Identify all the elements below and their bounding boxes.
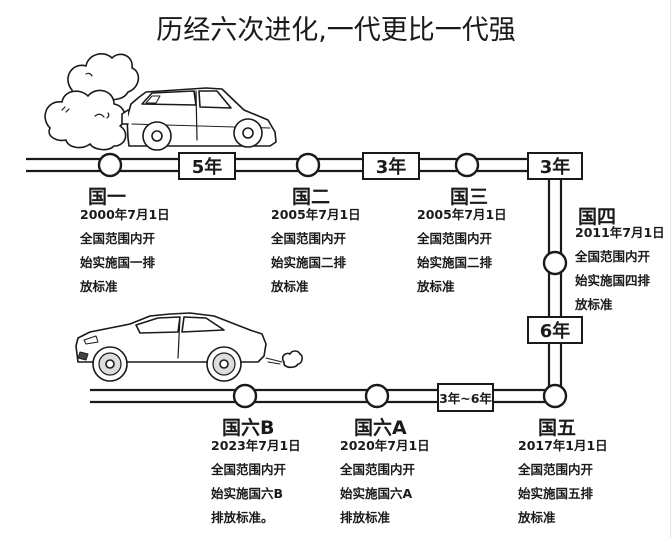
stage-description-guo6b: 2023年7月1日 全国范围内开 始实施国六B 排放标准。: [211, 434, 301, 530]
stage-desc-line: 放标准: [518, 510, 556, 525]
stage-node-guo3: [454, 152, 480, 178]
stage-date: 2020年7月1日: [340, 438, 430, 453]
stage-desc-line: 全国范围内开: [575, 249, 651, 264]
exhaust-puff-icon: [265, 350, 303, 369]
stage-desc-line: 始实施国六A: [340, 486, 413, 501]
stage-date: 2011年7月1日: [575, 225, 665, 240]
stage-desc-line: 放标准: [417, 279, 455, 294]
right-track: [547, 175, 563, 395]
diagram-title: 历经六次进化,一代更比一代强: [156, 15, 516, 46]
stage-node-guo6a: [364, 383, 390, 409]
interval-box-3-to-6-years: 3年~6年: [437, 383, 494, 412]
stage-title-guo1: 国一: [88, 186, 127, 208]
stage-node-guo6b: [232, 383, 258, 409]
modern-car-illustration: [75, 312, 303, 382]
stage-date: 2005年7月1日: [417, 207, 507, 222]
stage-desc-line: 排放标准: [340, 510, 391, 525]
stage-desc-line: 排放标准。: [211, 510, 274, 525]
stage-title-guo2: 国二: [292, 186, 331, 208]
stage-title-guo6b: 国六B: [222, 417, 275, 439]
stage-desc-line: 始实施国二排: [417, 255, 493, 270]
exhaust-smoke-icon: [44, 53, 140, 151]
stage-desc-line: 放标准: [271, 279, 309, 294]
interval-box-3-years: 3年: [362, 152, 420, 180]
stage-desc-line: 全国范围内开: [211, 462, 287, 477]
interval-box-5-years: 5年: [178, 152, 236, 180]
stage-desc-line: 全国范围内开: [80, 231, 156, 246]
image-border: [670, 0, 671, 538]
stage-node-guo1: [97, 152, 123, 178]
stage-title-guo3: 国三: [450, 186, 489, 208]
old-car-illustration: [44, 53, 277, 151]
stage-description-guo1: 2000年7月1日 全国范围内开 始实施国一排 放标准: [80, 203, 170, 299]
stage-title-guo5: 国五: [538, 417, 577, 439]
stage-date: 2023年7月1日: [211, 438, 301, 453]
stage-node-guo4: [542, 250, 568, 276]
stage-description-guo5: 2017年1月1日 全国范围内开 始实施国五排 放标准: [518, 434, 608, 530]
stage-description-guo3: 2005年7月1日 全国范围内开 始实施国二排 放标准: [417, 203, 507, 299]
stage-desc-line: 始实施国四排: [575, 273, 651, 288]
stage-node-guo2: [295, 152, 321, 178]
interval-box-6-years: 6年: [527, 316, 583, 344]
stage-desc-line: 全国范围内开: [518, 462, 594, 477]
stage-description-guo4: 2011年7月1日 全国范围内开 始实施国四排 放标准: [575, 221, 665, 317]
stage-desc-line: 始实施国六B: [211, 486, 284, 501]
stage-description-guo6a: 2020年7月1日 全国范围内开 始实施国六A 排放标准: [340, 434, 430, 530]
stage-desc-line: 全国范围内开: [340, 462, 416, 477]
stage-title-guo4: 国四: [578, 206, 617, 228]
stage-desc-line: 全国范围内开: [417, 231, 493, 246]
stage-desc-line: 全国范围内开: [271, 231, 347, 246]
stage-desc-line: 始实施国五排: [518, 486, 594, 501]
stage-desc-line: 放标准: [575, 297, 613, 312]
stage-date: 2005年7月1日: [271, 207, 361, 222]
stage-title-guo6a: 国六A: [354, 417, 407, 439]
stage-desc-line: 放标准: [80, 279, 118, 294]
stage-date: 2017年1月1日: [518, 438, 608, 453]
stage-node-guo5: [542, 383, 568, 409]
interval-box-3-years-corner: 3年: [527, 152, 583, 180]
stage-description-guo2: 2005年7月1日 全国范围内开 始实施国二排 放标准: [271, 203, 361, 299]
stage-date: 2000年7月1日: [80, 207, 170, 222]
stage-desc-line: 始实施国二排: [271, 255, 347, 270]
stage-desc-line: 始实施国一排: [80, 255, 156, 270]
